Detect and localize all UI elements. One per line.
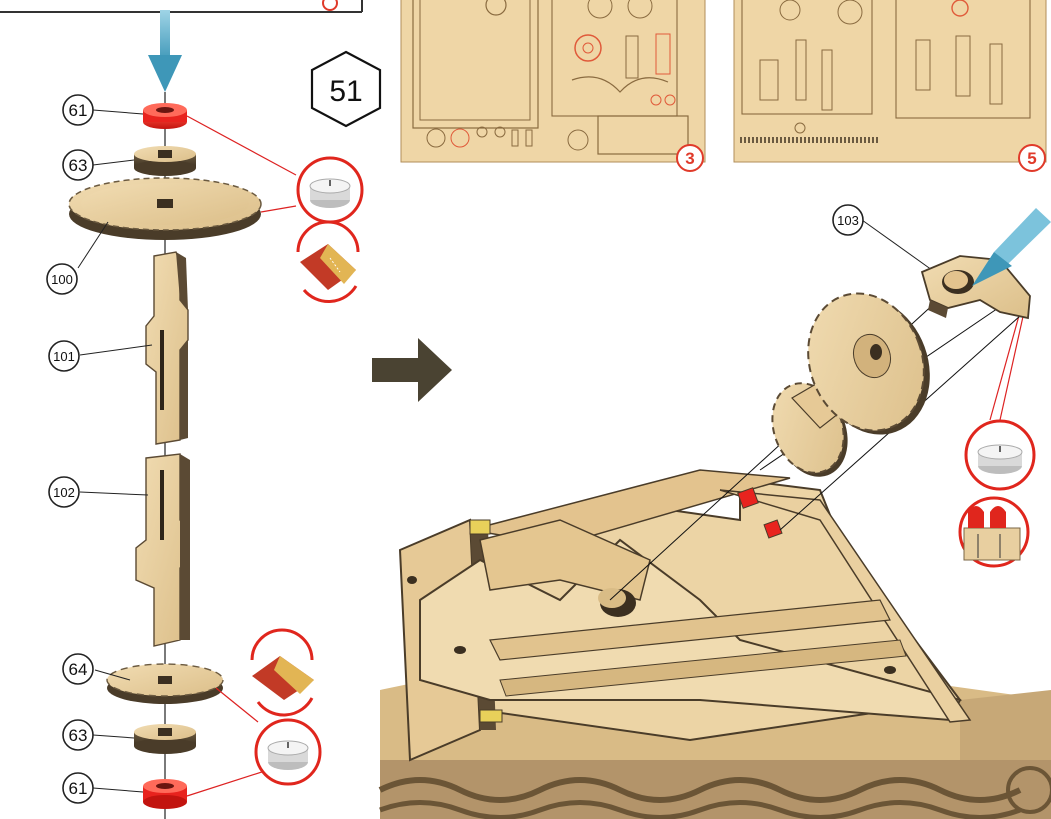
sandpaper-icon-bottom (252, 630, 314, 715)
label-part-61-top: 61 (69, 101, 88, 120)
slot-fit-icon (960, 498, 1028, 566)
part-102-shaft (136, 454, 190, 646)
arrow-down-icon (148, 10, 182, 104)
tealight-candle-icon-bottom (256, 720, 320, 784)
sheet-number-3: 3 (685, 149, 694, 168)
label-part-102: 102 (53, 485, 75, 500)
sandpaper-icon (298, 222, 358, 302)
label-part-64: 64 (69, 660, 88, 679)
label-part-63-top: 63 (69, 156, 88, 175)
label-part-100: 100 (51, 272, 73, 287)
arrow-right-icon (372, 338, 452, 402)
part-103-key (922, 256, 1030, 318)
label-part-101: 101 (53, 349, 75, 364)
tealight-candle-icon (298, 158, 362, 222)
previous-panel (0, 0, 362, 12)
cutting-sheet-3 (401, 0, 705, 162)
part-101-shaft (146, 252, 188, 444)
part-61-ring-bottom (143, 779, 187, 809)
label-part-61-bottom: 61 (69, 779, 88, 798)
assembled-mechanism (380, 470, 1051, 819)
part-61-ring-top (143, 103, 187, 129)
part-63-washer-bottom (134, 724, 196, 754)
label-part-63-bottom: 63 (69, 726, 88, 745)
sheet-number-5: 5 (1027, 149, 1036, 168)
tealight-candle-icon-right (966, 421, 1034, 489)
part-63-washer-top (134, 146, 196, 176)
step-number: 51 (329, 75, 362, 108)
label-part-103: 103 (837, 213, 859, 228)
part-64-gear (107, 664, 223, 704)
cutting-sheet-5 (734, 0, 1046, 162)
part-100-gear (69, 178, 261, 240)
